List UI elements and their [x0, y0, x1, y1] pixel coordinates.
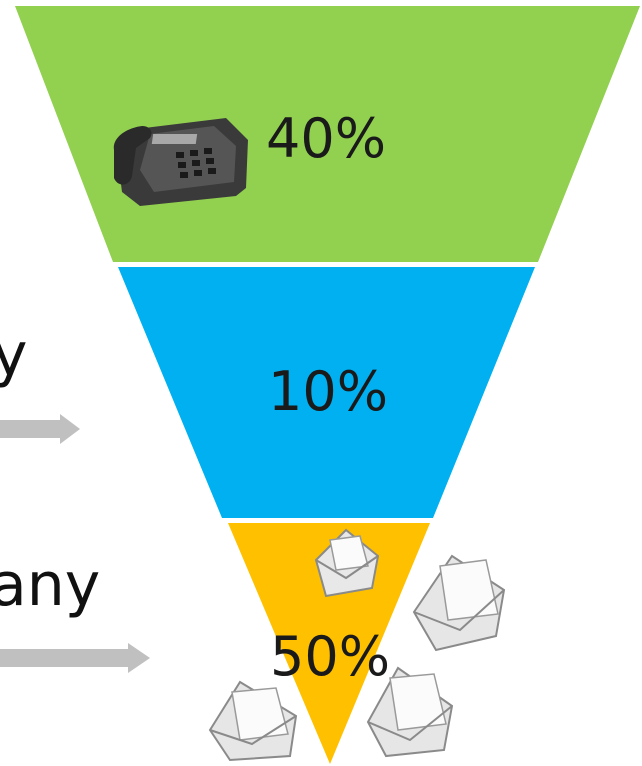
side-label-middle: y — [0, 320, 28, 390]
funnel-segment-middle — [118, 267, 535, 518]
envelope-icon-4 — [366, 666, 454, 758]
funnel-label-top: 40% — [266, 107, 387, 170]
envelope-icon-3 — [208, 680, 298, 762]
arrow-middle — [0, 414, 80, 444]
side-label-bottom: any — [0, 550, 101, 620]
envelope-icon-2 — [412, 554, 506, 652]
arrow-bottom — [0, 643, 150, 673]
desk-phone-icon — [113, 118, 248, 206]
funnel-label-bottom: 50% — [270, 625, 391, 688]
envelope-icon-1 — [314, 528, 380, 598]
funnel-label-middle: 10% — [268, 360, 389, 423]
funnel-segment-bottom — [228, 523, 430, 764]
